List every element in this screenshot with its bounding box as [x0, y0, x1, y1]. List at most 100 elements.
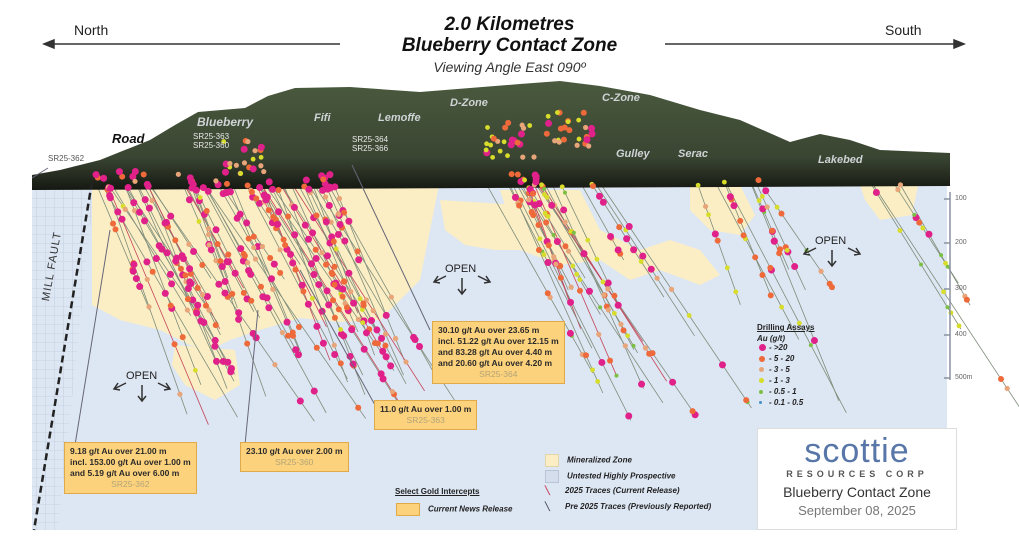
- assay-dot: [598, 358, 606, 366]
- terrain-label-d-zone: D-Zone: [450, 97, 488, 109]
- terrain-label-serac: Serac: [678, 148, 708, 160]
- assay-dot: [553, 238, 561, 246]
- assay-dot: [355, 316, 362, 323]
- assay-dot: [184, 296, 191, 303]
- legend-mineralized: Mineralized Zone: [567, 455, 632, 465]
- assay-dot: [313, 322, 321, 330]
- assay-dot: [295, 324, 302, 331]
- assay-dot: [313, 344, 320, 351]
- assay-dot: [205, 226, 212, 232]
- assay-dot: [324, 185, 332, 193]
- assay-dot: [204, 187, 212, 195]
- assay-dot: [341, 278, 348, 285]
- assay-dot: [194, 284, 201, 291]
- assay-dot: [227, 364, 235, 372]
- assay-dot: [312, 246, 319, 253]
- drill-trace: [195, 173, 327, 414]
- assay-dot: [689, 408, 696, 415]
- title-viewing-angle: Viewing Angle East 090º: [433, 59, 586, 75]
- assay-dot: [287, 250, 295, 258]
- assay-dot: [132, 275, 140, 283]
- drill-trace: [509, 170, 573, 290]
- assay-dot: [221, 289, 229, 297]
- assay-dot: [289, 259, 297, 267]
- untested-swatch: [545, 470, 559, 483]
- assay-dot: [112, 226, 119, 233]
- intercept-line: and 83.28 g/t Au over 4.40 m: [438, 347, 553, 357]
- assay-dot: [647, 265, 655, 273]
- assay-dot: [607, 232, 615, 240]
- assay-dot: [382, 342, 389, 349]
- terrain-label-c-zone: C-Zone: [602, 92, 640, 104]
- assay-dot: [379, 375, 387, 383]
- assay-dot: [331, 263, 338, 270]
- assay-dot: [916, 219, 923, 226]
- assay-dot: [555, 110, 560, 115]
- assay-dot: [252, 334, 260, 342]
- assay-dot: [319, 250, 325, 256]
- assay-dot: [336, 195, 343, 202]
- assay-dot: [631, 343, 636, 348]
- assay-dot: [213, 357, 221, 365]
- assay-dot: [207, 246, 215, 254]
- assay-dot: [508, 171, 515, 178]
- assay-dot: [219, 357, 227, 365]
- assay-legend-label: - 1 - 3: [768, 376, 790, 385]
- assay-dot: [583, 136, 591, 144]
- assay-dot: [604, 279, 612, 287]
- assay-dot: [779, 304, 785, 310]
- assay-dot: [338, 327, 344, 332]
- assay-dot: [605, 286, 611, 292]
- assay-dot: [236, 210, 244, 218]
- assay-dot: [301, 221, 309, 229]
- assay-dot: [638, 380, 646, 388]
- assay-dot: [818, 268, 824, 274]
- depth-tick-100: 100: [955, 195, 967, 202]
- assay-dot: [600, 279, 606, 285]
- assay-dot: [322, 194, 329, 200]
- assay-dot: [245, 260, 251, 266]
- assay-dot: [292, 266, 299, 273]
- drill-trace: [483, 179, 594, 374]
- drill-trace: [870, 181, 1019, 408]
- assay-dot: [582, 352, 589, 359]
- assay-dot: [131, 208, 138, 214]
- assay-dot: [250, 233, 257, 240]
- assay-dot: [520, 154, 526, 160]
- hole-label-sr25-360: SR25-360: [193, 141, 230, 150]
- assay-dot: [194, 301, 202, 309]
- open-arrows-icon: [432, 275, 492, 296]
- assay-legend-label: - 0.5 - 1: [769, 387, 797, 396]
- assay-dot: [136, 283, 144, 291]
- assay-dot: [620, 327, 627, 334]
- assay-legend-title: Drilling Assays: [757, 323, 815, 332]
- title-zone: Blueberry Contact Zone: [401, 35, 618, 56]
- assay-dot: [295, 351, 303, 359]
- assay-dot: [182, 272, 189, 279]
- assay-dot: [199, 184, 207, 192]
- assay-dot: [330, 238, 337, 245]
- assay-dot: [535, 221, 542, 228]
- assay-dot: [179, 334, 186, 341]
- assay-dot: [206, 242, 212, 248]
- assay-legend-item: - 0.1 - 0.5: [757, 398, 815, 409]
- assay-dot: [511, 193, 519, 201]
- assay-dot: [769, 227, 776, 234]
- assay-dot: [360, 300, 367, 307]
- depth-tick-300: 300: [955, 285, 967, 292]
- assay-dot: [594, 256, 600, 262]
- assay-dot: [193, 309, 201, 317]
- intercept-box-sr25-362: 9.18 g/t Au over 21.00 m incl. 153.00 g/…: [64, 442, 197, 494]
- drill-trace: [895, 175, 971, 306]
- intercept-line: 9.18 g/t Au over 21.00 m: [70, 446, 167, 456]
- assay-dot: [410, 333, 418, 341]
- assay-dot: [244, 182, 251, 189]
- assay-dot: [107, 184, 115, 192]
- assay-dot: [312, 254, 320, 262]
- map-legend: Mineralized Zone Untested Highly Prospec…: [545, 454, 711, 518]
- assay-dot: [357, 296, 363, 302]
- assay-dot: [360, 320, 366, 325]
- logo-date: September 08, 2025: [798, 503, 916, 518]
- open-label: OPEN: [815, 235, 847, 247]
- assay-dot: [231, 269, 239, 277]
